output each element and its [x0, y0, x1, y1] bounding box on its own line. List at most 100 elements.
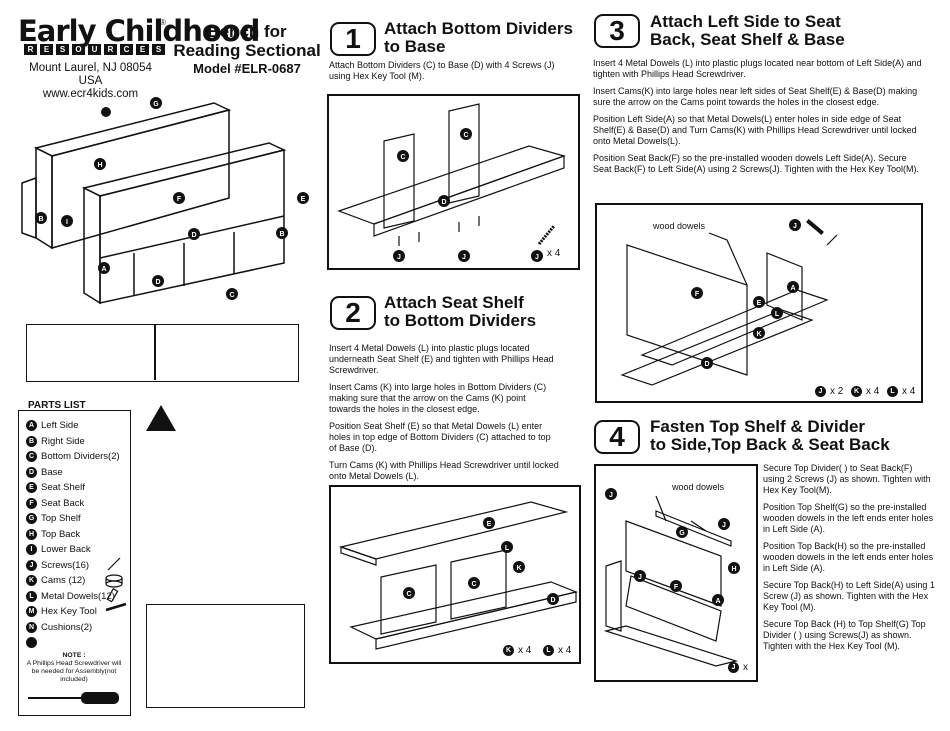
step-1-text: Attach Bottom Dividers (C) to Base (D) w…	[329, 60, 555, 81]
step-2-text: Insert 4 Metal Dowels (L) into plastic p…	[329, 343, 559, 488]
part-item: L Metal Dowels(12)	[26, 589, 120, 605]
wood-dowels-callout: wood dowels	[672, 482, 725, 492]
step-paragraph: Position Seat Shelf (E) so that Metal Do…	[329, 421, 551, 453]
step-paragraph: Secure Top Back (H) to Top Shelf(G) Top …	[763, 619, 926, 651]
step-2-number: 2	[330, 296, 376, 330]
logo-letter: C	[120, 44, 133, 55]
title-line: to Side,Top Back & Seat Back	[650, 435, 890, 454]
title-line: to Bottom Dividers	[384, 311, 537, 330]
website-link[interactable]: www.ecr4kids.com	[42, 88, 139, 100]
svg-text:D: D	[441, 199, 446, 206]
svg-text:I: I	[66, 219, 68, 226]
logo-letter: S	[152, 44, 165, 55]
part-letter-badge: D	[26, 466, 37, 478]
part-name: Hex Key Tool	[41, 606, 97, 618]
part-name: Top Back	[41, 528, 81, 540]
note-text: A Phillips Head Screwdriver will be need…	[26, 660, 122, 683]
svg-text:L: L	[775, 311, 780, 318]
part-letter-badge: J	[26, 559, 37, 571]
step-4-number: 4	[594, 420, 640, 454]
part-name: Right Side	[41, 435, 85, 447]
part-letter-badge: H	[26, 528, 37, 540]
title-line: to Base	[384, 37, 446, 56]
title-line: Fasten Top Shelf & Divider	[650, 417, 866, 436]
part-letter-badge: L	[26, 590, 37, 602]
svg-text:H: H	[731, 566, 736, 573]
part-name: Cams (12)	[41, 575, 86, 587]
step-4-text: Secure Top Divider( ) to Seat Back(F) us…	[763, 463, 935, 658]
svg-text:G: G	[679, 530, 685, 537]
step-1-title: Attach Bottom Dividers to Base	[384, 20, 573, 56]
part-item: A Left Side	[26, 418, 120, 434]
brand-logo: Early Childhood	[18, 14, 260, 48]
part-item: I Lower Back	[26, 542, 120, 558]
step-4-title: Fasten Top Shelf & Divider to Side,Top B…	[650, 418, 890, 454]
svg-text:D: D	[191, 232, 196, 239]
svg-text:C: C	[406, 591, 411, 598]
part-item: D Base	[26, 465, 120, 481]
wood-dowels-callout: wood dowels	[653, 221, 706, 231]
part-name: Cushions(2)	[41, 621, 93, 633]
step-3-title: Attach Left Side to Seat Back, Seat Shel…	[650, 13, 845, 49]
logo-letter: O	[72, 44, 85, 55]
svg-text:D: D	[155, 279, 160, 286]
pointer-dot-icon	[101, 107, 111, 117]
logo-letter: S	[56, 44, 69, 55]
svg-text:C: C	[400, 154, 405, 161]
part-item	[26, 635, 120, 651]
title-line: Bench for	[207, 22, 287, 41]
screwdriver-icon	[28, 692, 119, 704]
svg-text:K: K	[516, 565, 521, 572]
title-line: Back, Seat Shelf & Base	[650, 30, 845, 49]
part-letter-badge: C	[26, 451, 37, 463]
hardware-icons	[105, 557, 127, 612]
qty-text: x 4	[902, 386, 916, 397]
svg-text:J: J	[397, 254, 401, 261]
parts-list-box	[18, 410, 131, 716]
part-letter-badge: L	[887, 386, 898, 397]
part-name: Base	[41, 466, 63, 478]
step-3-diagram: J A F E L K D	[620, 219, 838, 386]
svg-text:C: C	[463, 132, 468, 139]
svg-text:B: B	[38, 216, 43, 223]
step-paragraph: Insert Cams (K) into large holes in Bott…	[329, 382, 547, 414]
part-letter-badge: I	[26, 544, 37, 556]
part-name: Left Side	[41, 420, 79, 432]
svg-text:F: F	[674, 584, 679, 591]
part-letter-badge: A	[26, 420, 37, 432]
part-name: Metal Dowels(12)	[41, 590, 115, 602]
part-letter-badge: L	[543, 645, 554, 656]
svg-text:F: F	[695, 291, 700, 298]
svg-text:J: J	[462, 254, 466, 261]
logo-letter: R	[24, 44, 37, 55]
warning-triangle-icon	[146, 405, 176, 431]
svg-text:J: J	[638, 574, 642, 581]
svg-text:C: C	[471, 581, 476, 588]
svg-text:A: A	[101, 266, 106, 273]
part-name: Lower Back	[41, 544, 91, 556]
step-paragraph: Position Seat Back(F) so the pre-install…	[593, 153, 919, 174]
qty-text: x 2	[830, 386, 844, 397]
svg-text:G: G	[153, 101, 159, 108]
company-address-block: Mount Laurel, NJ 08054 USA www.ecr4kids.…	[18, 62, 163, 101]
step-paragraph: Secure Top Back(H) to Left Side(A) using…	[763, 580, 935, 612]
title-line: Attach Seat Shelf	[384, 293, 524, 312]
part-letter-badge: M	[26, 606, 37, 618]
svg-text:D: D	[550, 597, 555, 604]
svg-text:J: J	[609, 492, 613, 499]
qty-text: x	[743, 662, 748, 673]
svg-text:J: J	[722, 522, 726, 529]
logo-letter: E	[40, 44, 53, 55]
part-name: Seat Shelf	[41, 482, 85, 494]
screw-icon	[107, 557, 121, 571]
part-letter-badge: B	[26, 435, 37, 447]
